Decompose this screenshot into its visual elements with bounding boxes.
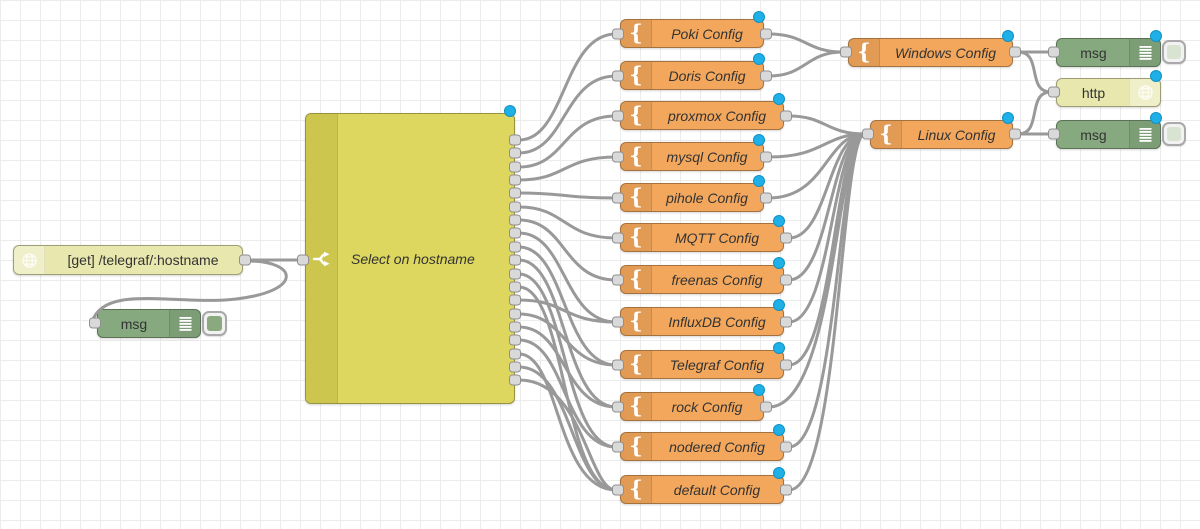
template-brace-icon: { bbox=[621, 266, 652, 293]
wire[interactable] bbox=[517, 325, 618, 409]
node-label: Linux Config bbox=[917, 126, 996, 143]
template-node-rock[interactable]: { rock Config bbox=[620, 392, 764, 421]
node-label: msg bbox=[1080, 126, 1107, 143]
wire[interactable] bbox=[767, 132, 867, 200]
template-node-nodered[interactable]: { nodered Config bbox=[620, 432, 784, 461]
node-label: [get] /telegraf/:hostname bbox=[67, 252, 219, 268]
template-node-poki[interactable]: { Poki Config bbox=[620, 19, 764, 48]
node-label: msg bbox=[120, 315, 148, 332]
node-label: default Config bbox=[673, 481, 761, 498]
template-brace-icon: { bbox=[621, 184, 652, 211]
debug-list-icon bbox=[1129, 39, 1160, 66]
wire[interactable] bbox=[767, 50, 845, 78]
wire[interactable] bbox=[517, 378, 618, 492]
debug-toggle-state bbox=[1167, 45, 1181, 59]
wire[interactable] bbox=[767, 32, 845, 54]
template-node-default[interactable]: { default Config bbox=[620, 475, 784, 504]
template-brace-icon: { bbox=[621, 433, 652, 460]
wire[interactable] bbox=[517, 338, 618, 449]
node-label: Poki Config bbox=[671, 25, 743, 42]
wire[interactable] bbox=[787, 132, 867, 449]
debug-node-left[interactable]: msg bbox=[97, 309, 201, 338]
wire[interactable] bbox=[517, 298, 618, 324]
template-node-windows[interactable]: { Windows Config bbox=[848, 38, 1013, 67]
wire[interactable] bbox=[517, 258, 618, 409]
wire[interactable] bbox=[787, 132, 867, 492]
debug-toggle-button[interactable] bbox=[1162, 40, 1186, 64]
globe-icon bbox=[14, 246, 45, 274]
node-label: msg bbox=[1080, 44, 1107, 61]
template-brace-icon: { bbox=[621, 393, 652, 420]
debug-node-bottom[interactable]: msg bbox=[1056, 120, 1161, 149]
wire[interactable] bbox=[517, 245, 618, 367]
debug-list-icon bbox=[169, 310, 200, 337]
node-label: http bbox=[1081, 84, 1106, 101]
wire[interactable] bbox=[517, 155, 618, 182]
template-brace-icon: { bbox=[621, 143, 652, 170]
node-label: MQTT Config bbox=[674, 229, 759, 246]
debug-list-icon bbox=[1129, 121, 1160, 148]
debug-toggle-button[interactable] bbox=[202, 311, 227, 336]
template-brace-icon: { bbox=[621, 224, 652, 251]
node-label: Telegraf Config bbox=[669, 356, 765, 373]
node-label: mysql Config bbox=[666, 148, 748, 165]
debug-toggle-state bbox=[1167, 127, 1181, 141]
template-node-freenas[interactable]: { freenas Config bbox=[620, 265, 784, 294]
node-label: pihole Config bbox=[666, 189, 748, 206]
node-label: Select on hostname bbox=[351, 250, 475, 267]
wire[interactable] bbox=[517, 312, 618, 367]
wire[interactable] bbox=[517, 365, 618, 492]
switch-node[interactable]: Select on hostname bbox=[305, 113, 515, 404]
template-brace-icon: { bbox=[621, 476, 652, 503]
wire[interactable] bbox=[767, 132, 867, 159]
template-node-doris[interactable]: { Doris Config bbox=[620, 61, 764, 90]
wire[interactable] bbox=[517, 231, 618, 324]
wire[interactable] bbox=[787, 114, 867, 136]
wire[interactable] bbox=[517, 114, 618, 169]
wire[interactable] bbox=[787, 132, 867, 324]
template-brace-icon: { bbox=[621, 102, 652, 129]
wire[interactable] bbox=[1016, 50, 1053, 94]
wire[interactable] bbox=[787, 132, 867, 367]
http-in-node[interactable]: [get] /telegraf/:hostname bbox=[13, 245, 243, 275]
template-node-influxdb[interactable]: { InfluxDB Config bbox=[620, 307, 784, 336]
switch-branch-icon bbox=[306, 114, 338, 403]
wire[interactable] bbox=[1016, 90, 1053, 136]
template-brace-icon: { bbox=[621, 62, 652, 89]
globe-icon bbox=[1129, 79, 1160, 106]
node-label: proxmox Config bbox=[667, 107, 767, 124]
http-response-node[interactable]: http bbox=[1056, 78, 1161, 107]
wire[interactable] bbox=[787, 132, 867, 240]
debug-toggle-state bbox=[207, 316, 222, 331]
wire[interactable] bbox=[517, 74, 618, 155]
debug-toggle-button[interactable] bbox=[1162, 122, 1186, 146]
wire[interactable] bbox=[517, 205, 618, 240]
wire[interactable] bbox=[517, 272, 618, 449]
template-node-proxmox[interactable]: { proxmox Config bbox=[620, 101, 784, 130]
node-label: nodered Config bbox=[669, 438, 765, 455]
template-brace-icon: { bbox=[621, 351, 652, 378]
debug-node-top[interactable]: msg bbox=[1056, 38, 1161, 67]
node-label: Doris Config bbox=[668, 67, 746, 84]
wire[interactable] bbox=[517, 352, 618, 492]
node-label: rock Config bbox=[671, 398, 743, 415]
template-node-telegraf[interactable]: { Telegraf Config bbox=[620, 350, 784, 379]
wire[interactable] bbox=[517, 191, 618, 200]
node-label: freenas Config bbox=[671, 271, 763, 288]
template-brace-icon: { bbox=[621, 308, 652, 335]
wire[interactable] bbox=[517, 218, 618, 282]
node-label: InfluxDB Config bbox=[668, 313, 766, 330]
wire[interactable] bbox=[517, 285, 618, 492]
template-brace-icon: { bbox=[621, 20, 652, 47]
wire[interactable] bbox=[787, 132, 867, 282]
template-node-linux[interactable]: { Linux Config bbox=[870, 120, 1013, 149]
template-brace-icon: { bbox=[871, 121, 902, 148]
template-node-pihole[interactable]: { pihole Config bbox=[620, 183, 764, 212]
template-node-mysql[interactable]: { mysql Config bbox=[620, 142, 764, 171]
template-node-mqtt[interactable]: { MQTT Config bbox=[620, 223, 784, 252]
template-brace-icon: { bbox=[849, 39, 880, 66]
wire[interactable] bbox=[517, 32, 618, 142]
node-label: Windows Config bbox=[894, 44, 997, 61]
